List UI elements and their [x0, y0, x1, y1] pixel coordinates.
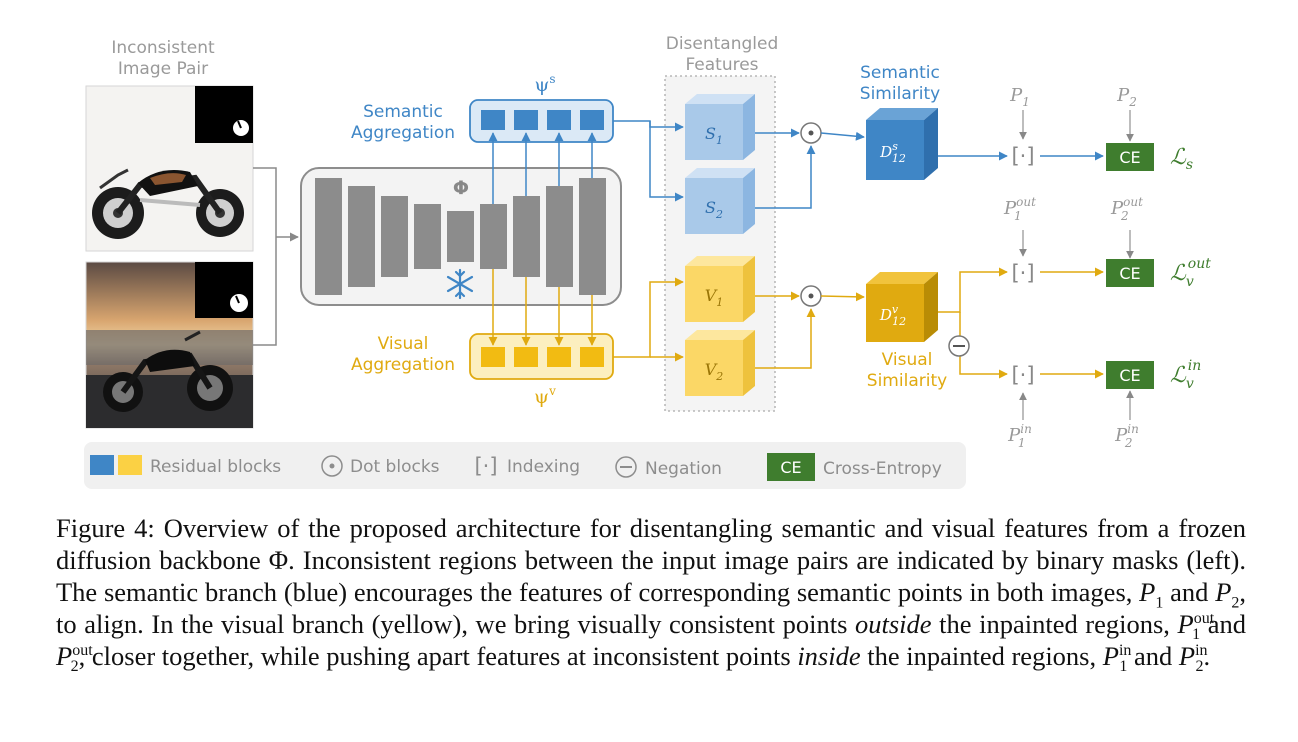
ce-text-semantic: CE: [1119, 148, 1140, 167]
p2-label: P2: [1116, 85, 1137, 109]
image-pair-label-line1: Inconsistent: [111, 38, 215, 58]
ce-box-visual-in: [1106, 361, 1154, 389]
cube-s1: S1: [685, 94, 755, 160]
visual-aggregation-label-line1: Visual: [378, 334, 429, 354]
semantic-residual-blocks: [481, 110, 604, 130]
input-image-2: [85, 261, 254, 429]
motorcycle-2: [103, 330, 233, 412]
psi-v-label: ψv: [534, 384, 556, 408]
backbone-phi-label: Φ: [453, 177, 469, 199]
input-image-1: [85, 85, 254, 252]
svg-text:V2: V2: [705, 360, 724, 383]
legend-ce-box: [767, 453, 815, 481]
ce-text-visual-out: CE: [1119, 264, 1140, 283]
visual-residual-blocks: [481, 347, 604, 367]
semantic-aggregation-label-line2: Aggregation: [351, 123, 455, 143]
psi-s-label: ψs: [534, 72, 555, 96]
motorcycle-1: [92, 168, 244, 239]
backbone-blocks: [315, 178, 606, 295]
ce-box-visual-out: [1106, 259, 1154, 287]
svg-text:S2: S2: [705, 198, 723, 221]
snowflake-icon: [446, 268, 474, 300]
indexing-semantic: [·]: [1011, 144, 1034, 168]
visual-similarity-label-line2: Similarity: [867, 371, 947, 391]
cube-s2: S2: [685, 168, 755, 234]
legend-indexing-symbol: [·]: [474, 454, 497, 478]
visual-similarity-label-line1: Visual: [882, 350, 933, 370]
visual-dot-block: [755, 285, 822, 369]
semantic-dot-block: [755, 122, 822, 209]
legend-negation-icon: [615, 456, 637, 478]
ce-text-visual-in: CE: [1119, 366, 1140, 385]
loss-visual-in: ℒvin: [1170, 358, 1201, 392]
negation-icon: [948, 335, 970, 357]
cube-v2: V2: [685, 330, 755, 396]
figure-caption: Figure 4: Overview of the proposed archi…: [56, 513, 1247, 676]
legend-negation: Negation: [645, 459, 722, 479]
loss-semantic: ℒs: [1170, 145, 1193, 173]
semantic-similarity-label-line2: Similarity: [860, 84, 940, 104]
ce-box-semantic: [1106, 143, 1154, 171]
semantic-aggregation-label-line1: Semantic: [363, 102, 443, 122]
legend-indexing: Indexing: [507, 457, 580, 477]
legend-ce-box-text: CE: [780, 458, 801, 477]
p1-label: P1: [1009, 85, 1030, 109]
legend-cross-entropy: Cross-Entropy: [823, 459, 942, 479]
features-label-line2: Features: [685, 55, 758, 75]
svg-text:V1: V1: [705, 286, 724, 309]
image-pair-label-line2: Image Pair: [118, 59, 208, 79]
features-label-line1: Disentangled: [666, 34, 779, 54]
legend-dot-icon: [321, 455, 343, 477]
svg-text:S1: S1: [705, 124, 723, 147]
indexing-visual-out: [·]: [1011, 261, 1034, 285]
legend-panel: [84, 442, 966, 489]
visual-aggregation-label-line2: Aggregation: [351, 355, 455, 375]
cube-v1: V1: [685, 256, 755, 322]
semantic-similarity-label-line1: Semantic: [860, 63, 940, 83]
indexing-visual-in: [·]: [1011, 363, 1034, 387]
legend-dot: Dot blocks: [350, 457, 440, 477]
architecture-diagram: Inconsistent Image Pair: [84, 34, 1211, 489]
loss-visual-out: ℒvout: [1170, 256, 1211, 290]
legend-residual: Residual blocks: [150, 457, 281, 477]
